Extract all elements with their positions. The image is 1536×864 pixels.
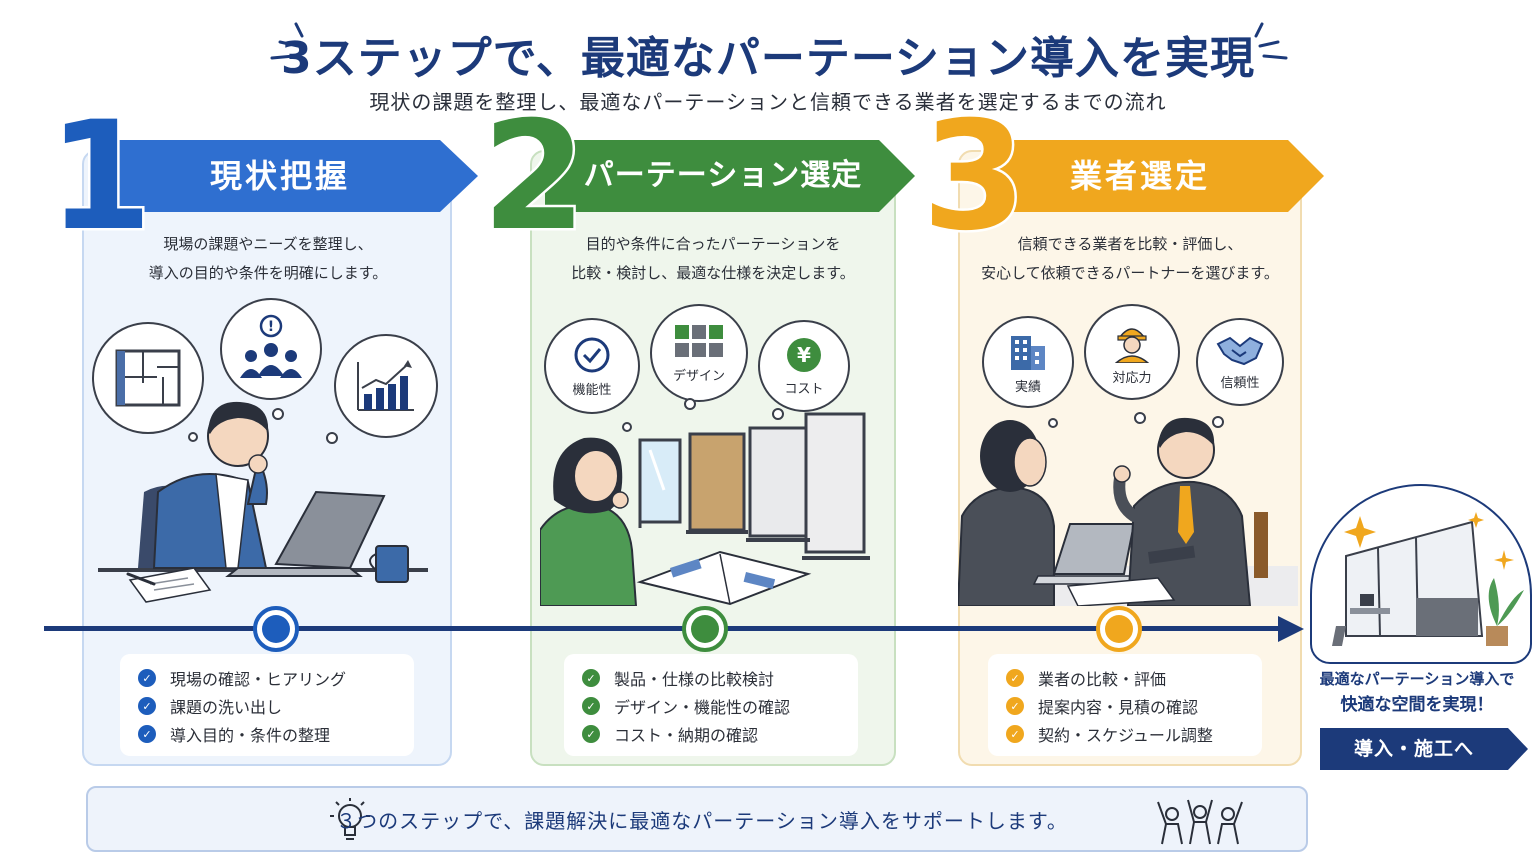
thought-dot [684, 398, 696, 410]
checkmark-icon: ✓ [582, 669, 600, 687]
list-item: ✓コスト・納期の確認 [582, 720, 858, 748]
checkmark-icon: ✓ [582, 725, 600, 743]
handshake-icon [1216, 336, 1264, 365]
timeline-line [44, 626, 1284, 631]
bubble-caption: デザイン [672, 368, 725, 384]
functionality-bubble: 機能性 [544, 318, 640, 414]
step3-title: 業者選定 [1069, 157, 1210, 195]
list-item: ✓製品・仕様の比較検討 [582, 664, 858, 692]
checkmark-icon: ✓ [138, 669, 156, 687]
step3-banner: 業者選定 [990, 140, 1326, 212]
checkmark-icon: ✓ [138, 697, 156, 715]
checkmark-icon: ✓ [582, 697, 600, 715]
footer-banner: ３つのステップで、課題解決に最適なパーテーション導入をサポートします。 [86, 786, 1308, 852]
floor-plan-bubble [92, 322, 204, 434]
person-laptop-illustration [98, 401, 428, 603]
final-message: 最適なパーテーション導入で 快適な空間を実現！ [1319, 670, 1515, 715]
step1-title: 現状把握 [209, 157, 350, 195]
office-partition-illustration [1332, 512, 1524, 646]
completed-office-illustration [1310, 484, 1532, 664]
step2-title: パーテーション選定 [583, 158, 863, 193]
step3-checklist: ✓業者の比較・評価 ✓提案内容・見積の確認 ✓契約・スケジュール調整 [988, 654, 1262, 756]
list-item: ✓業者の比較・評価 [1006, 664, 1262, 692]
list-item: ✓デザイン・機能性の確認 [582, 692, 858, 720]
track-record-bubble: 実績 [982, 316, 1074, 408]
list-item: ✓提案内容・見積の確認 [1006, 692, 1262, 720]
floor-plan-icon [115, 349, 181, 407]
thought-dot [188, 432, 198, 442]
step3-description: 信頼できる業者を比較・評価し、 安心して依頼できるパートナーを選びます。 [981, 235, 1279, 282]
installation-button-label: 導入・施工へ [1353, 738, 1474, 760]
svg-text:!: ! [268, 319, 274, 335]
arrow-banner-shape [1320, 728, 1528, 770]
design-bubble: デザイン [650, 304, 748, 402]
left-sparkle-icon [270, 22, 304, 60]
step2-timeline-node [682, 606, 728, 652]
step1-timeline-node [253, 606, 299, 652]
step1-number: 1 [45, 90, 154, 264]
partition-comparison-illustration [540, 412, 870, 606]
lightbulb-icon [330, 798, 370, 840]
page-title: 3ステップで、最適なパーテーション導入を実現 [281, 33, 1255, 84]
bubble-caption: 実績 [1014, 379, 1041, 395]
yen-coin-icon: ¥ [787, 337, 821, 372]
check-circle-icon [574, 337, 610, 372]
checkmark-icon: ✓ [1006, 725, 1024, 743]
checkmark-icon: ✓ [1006, 669, 1024, 687]
step2-description: 目的や条件に合ったパーテーションを 比較・検討し、最適な仕様を決定します。 [571, 235, 855, 282]
step1-description: 現場の課題やニーズを整理し、 導入の目的や条件を明確にします。 [148, 235, 388, 282]
business-meeting-illustration [958, 417, 1298, 606]
checkmark-icon: ✓ [1006, 697, 1024, 715]
step2-checklist: ✓製品・仕様の比較検討 ✓デザイン・機能性の確認 ✓コスト・納期の確認 [564, 654, 858, 756]
step3-timeline-node [1096, 606, 1142, 652]
right-sparkle-icon [1254, 22, 1288, 60]
list-item: ✓課題の洗い出し [138, 692, 414, 720]
list-item: ✓導入目的・条件の整理 [138, 720, 414, 748]
thought-dot [272, 408, 284, 420]
team-issue-icon: ! [240, 314, 302, 378]
checkmark-icon: ✓ [138, 725, 156, 743]
list-item: ✓現場の確認・ヒアリング [138, 664, 414, 692]
thought-dot [772, 408, 784, 420]
team-issue-bubble: ! [220, 298, 322, 400]
building-icon [1011, 335, 1045, 370]
step1-checklist: ✓現場の確認・ヒアリング ✓課題の洗い出し ✓導入目的・条件の整理 [120, 654, 414, 756]
step2-number: 2 [479, 90, 588, 264]
growth-chart-icon [357, 360, 414, 411]
growth-chart-bubble [334, 334, 438, 438]
footer-text: ３つのステップで、課題解決に最適なパーテーション導入をサポートします。 [336, 809, 1068, 833]
reliability-bubble: 信頼性 [1196, 318, 1284, 406]
thought-dot [1048, 418, 1058, 428]
thought-dot [622, 422, 632, 432]
bubble-caption: コスト [784, 381, 824, 397]
svg-text:¥: ¥ [797, 343, 811, 367]
cheering-team-icon [1157, 799, 1243, 845]
step1-banner: 現状把握 [110, 140, 480, 212]
bubble-caption: 信頼性 [1220, 375, 1260, 391]
step3-number: 3 [919, 90, 1028, 264]
list-item: ✓契約・スケジュール調整 [1006, 720, 1262, 748]
color-swatches-icon [675, 324, 723, 357]
responsiveness-bubble: 対応力 [1084, 304, 1180, 400]
page-subtitle: 現状の課題を整理し、最適なパーテーションと信頼できる業者を選定するまでの流れ [369, 90, 1167, 114]
bubble-caption: 対応力 [1112, 370, 1152, 386]
step2-banner: パーテーション選定 [545, 140, 917, 212]
cost-bubble: ¥ コスト [758, 320, 850, 412]
thought-dot [1212, 416, 1224, 428]
bubble-caption: 機能性 [572, 382, 612, 398]
thought-dot [1134, 412, 1146, 424]
thought-dot [326, 432, 338, 444]
installation-button[interactable]: 導入・施工へ [1320, 728, 1528, 770]
worker-helmet-icon [1114, 327, 1150, 363]
timeline-arrowhead [1278, 616, 1304, 642]
